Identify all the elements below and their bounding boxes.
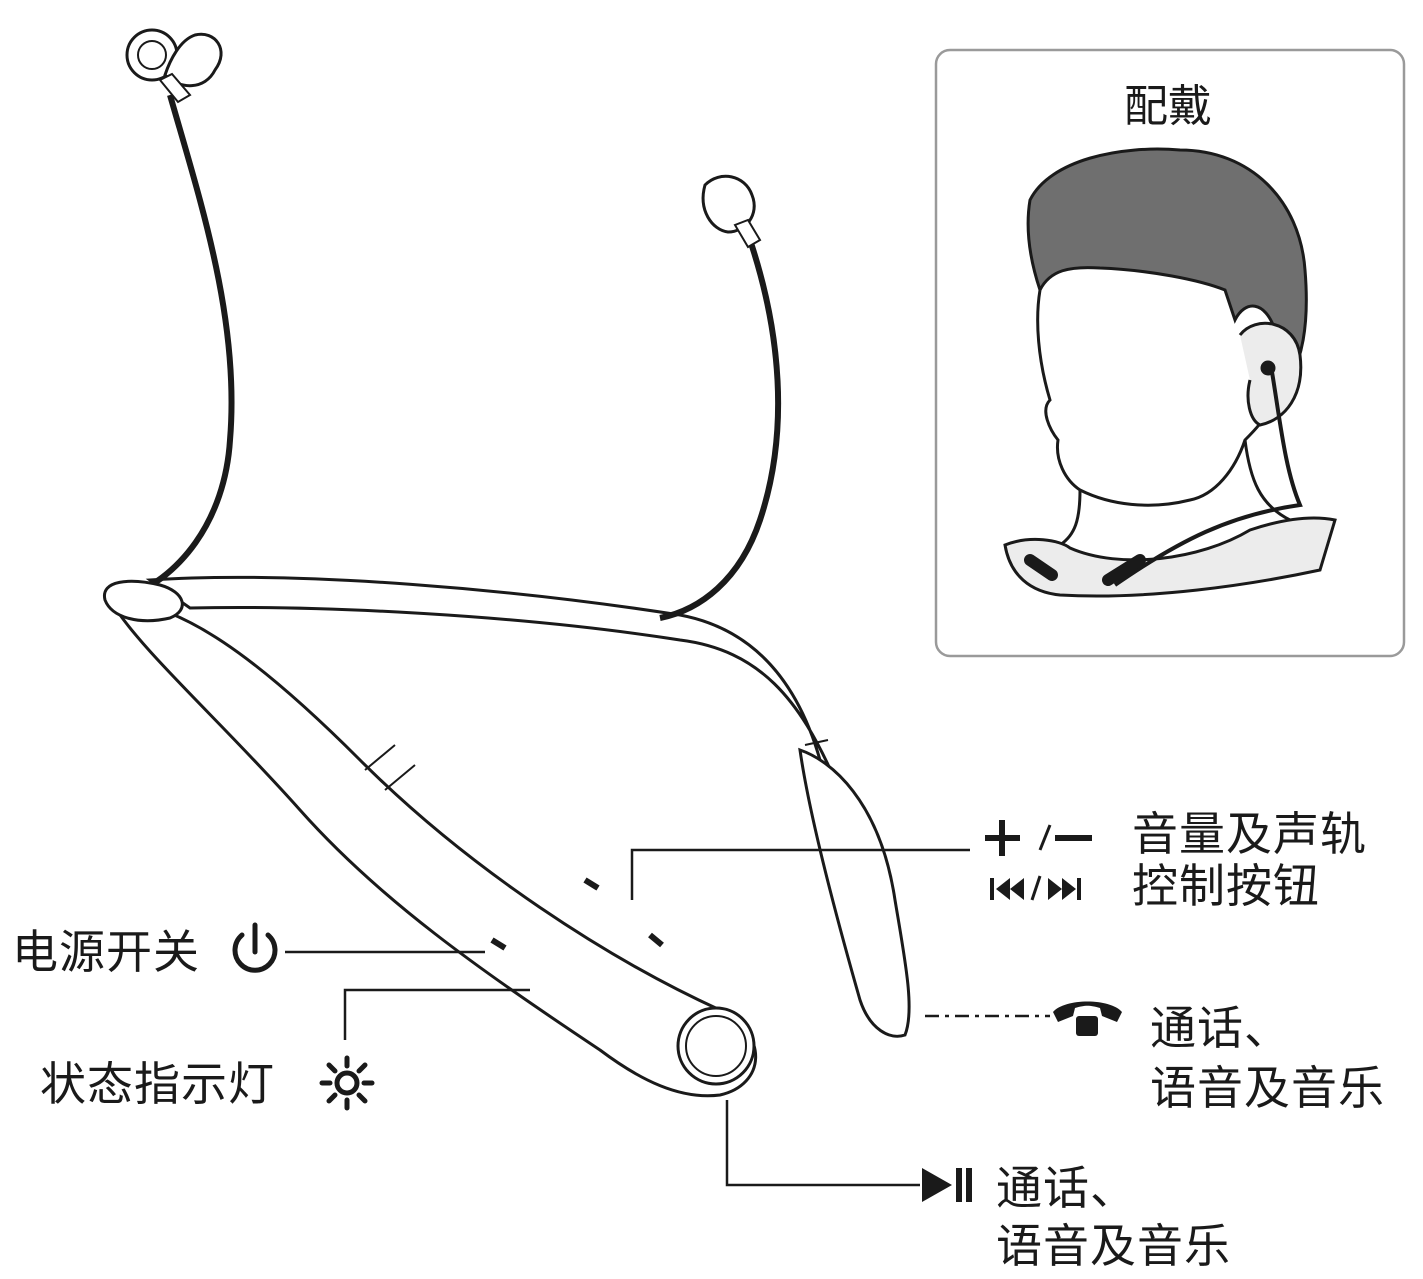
volume-buttons (583, 877, 664, 948)
power-switch-nub (490, 937, 507, 951)
worn-band-right (1102, 554, 1146, 586)
call-bottom-label-2: 语音及音乐 (996, 1219, 1231, 1273)
volume-track-label-1: 音量及声轨 (1132, 807, 1367, 861)
power-icon (232, 922, 278, 973)
sun-icon (319, 1055, 375, 1111)
call-bottom-label-1: 通话、 (996, 1161, 1137, 1215)
volume-plus-minus-icon (985, 820, 1092, 856)
left-arm (107, 598, 758, 1098)
volume-track-label-2: 控制按钮 (1132, 859, 1320, 913)
right-cable (659, 239, 782, 621)
track-skip-icon (990, 875, 1081, 901)
call-right-label-1: 通话、 (1150, 1001, 1291, 1055)
worn-band-left (1024, 554, 1058, 581)
call-right-label-2: 语音及音乐 (1150, 1061, 1385, 1115)
shoulders (1003, 516, 1337, 598)
phone-handset-icon (1053, 1001, 1122, 1036)
status-light-label: 状态指示灯 (40, 1057, 275, 1111)
inset-title: 配戴 (1124, 81, 1212, 132)
wearing-figure (1003, 147, 1337, 598)
status-leader (343, 988, 530, 1040)
left-earbud (125, 28, 223, 104)
earbud-worn (1260, 360, 1276, 376)
power-switch-label: 电源开关 (12, 925, 200, 979)
worn-cable (1113, 371, 1303, 587)
left-cable (119, 94, 235, 603)
right-arm (798, 747, 911, 1038)
play-pause-icon (922, 1168, 972, 1202)
volume-leader (630, 848, 970, 900)
callout-lines (285, 848, 1050, 1187)
call-bottom-leader (725, 1100, 920, 1187)
neckband-headset (103, 28, 911, 1098)
neck (1059, 439, 1291, 547)
right-earbud (701, 174, 762, 249)
